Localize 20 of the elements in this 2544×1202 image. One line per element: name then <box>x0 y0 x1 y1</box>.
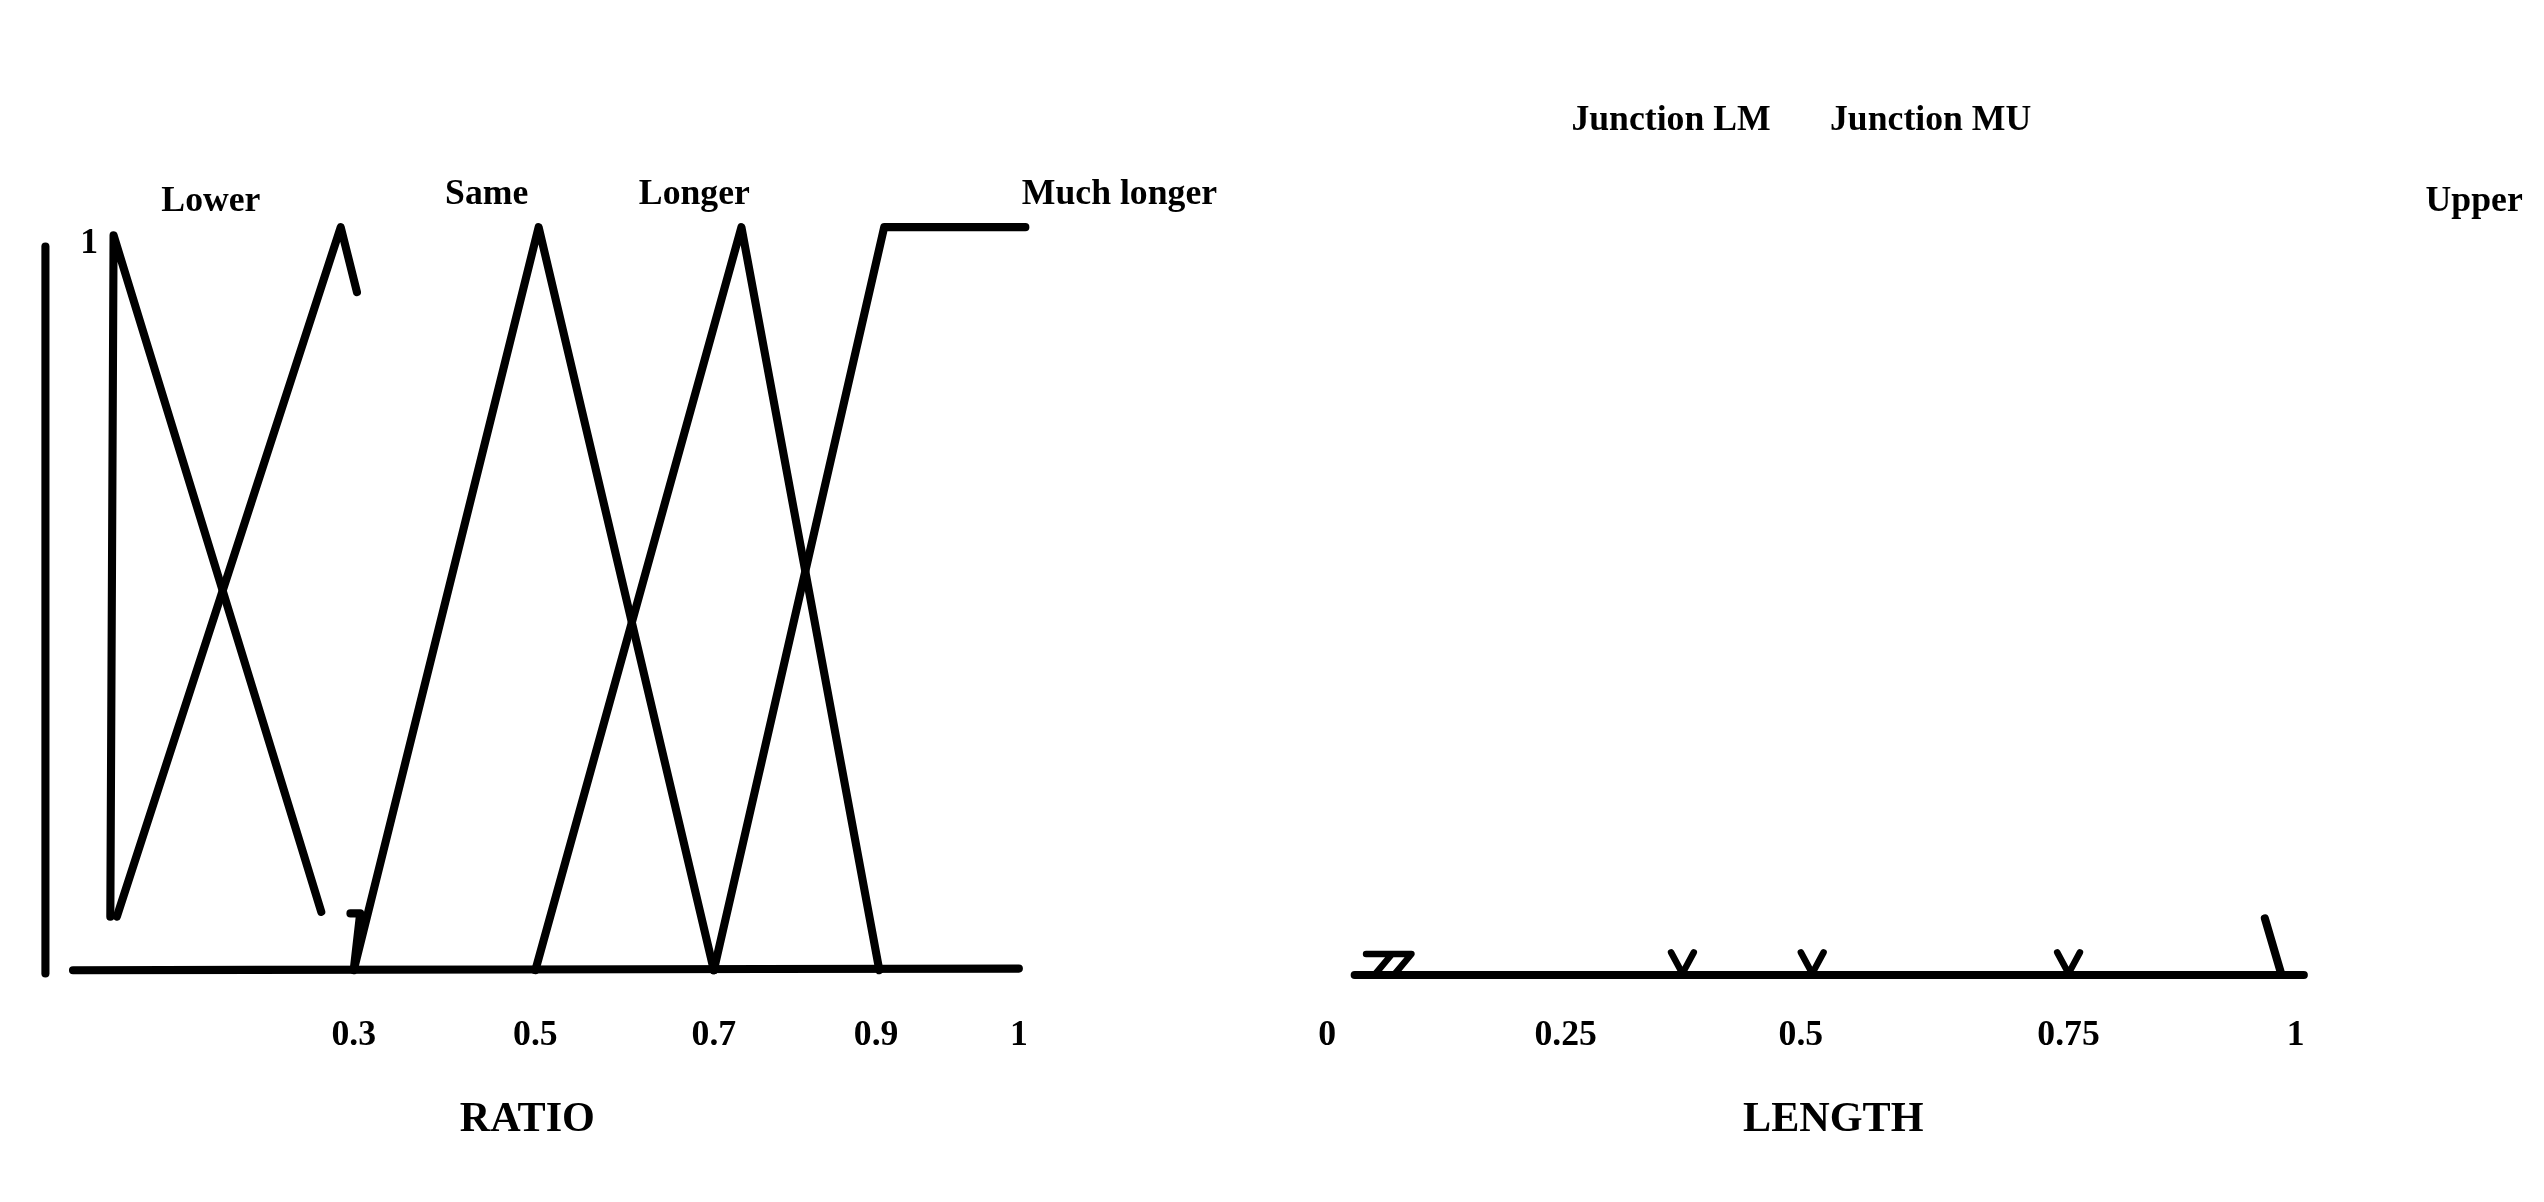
axis-title: LENGTH <box>1743 1096 1924 1139</box>
axis-tick-label: 0.9 <box>853 1015 899 1052</box>
axis-tick-label: 0.3 <box>331 1015 376 1052</box>
axis-tick-label: 0.25 <box>1534 1015 1597 1052</box>
curve-label: Junction LM <box>1571 100 1771 137</box>
axis-tick-label: 1 <box>80 223 99 260</box>
axis-tick-label: 0.7 <box>691 1015 737 1052</box>
curve-label: Same <box>445 175 529 211</box>
curve-label: Junction MU <box>1830 100 2032 137</box>
curve-label: Much longer <box>1021 175 1218 211</box>
curve-label: Upper <box>2425 181 2523 218</box>
axis-tick-label: 0.5 <box>513 1015 558 1052</box>
axis-tick-label: 0 <box>1318 1015 1337 1052</box>
axis-tick-label: 1 <box>1009 1015 1028 1052</box>
axis-title: RATIO <box>459 1096 595 1139</box>
axis-tick-label: 1 <box>2286 1015 2305 1052</box>
axis-tick-label: 0.75 <box>2037 1015 2100 1052</box>
axis-tick-label: 0.5 <box>1778 1015 1824 1052</box>
curve-label: Longer <box>638 175 750 211</box>
curve-label: Lower <box>161 181 261 218</box>
